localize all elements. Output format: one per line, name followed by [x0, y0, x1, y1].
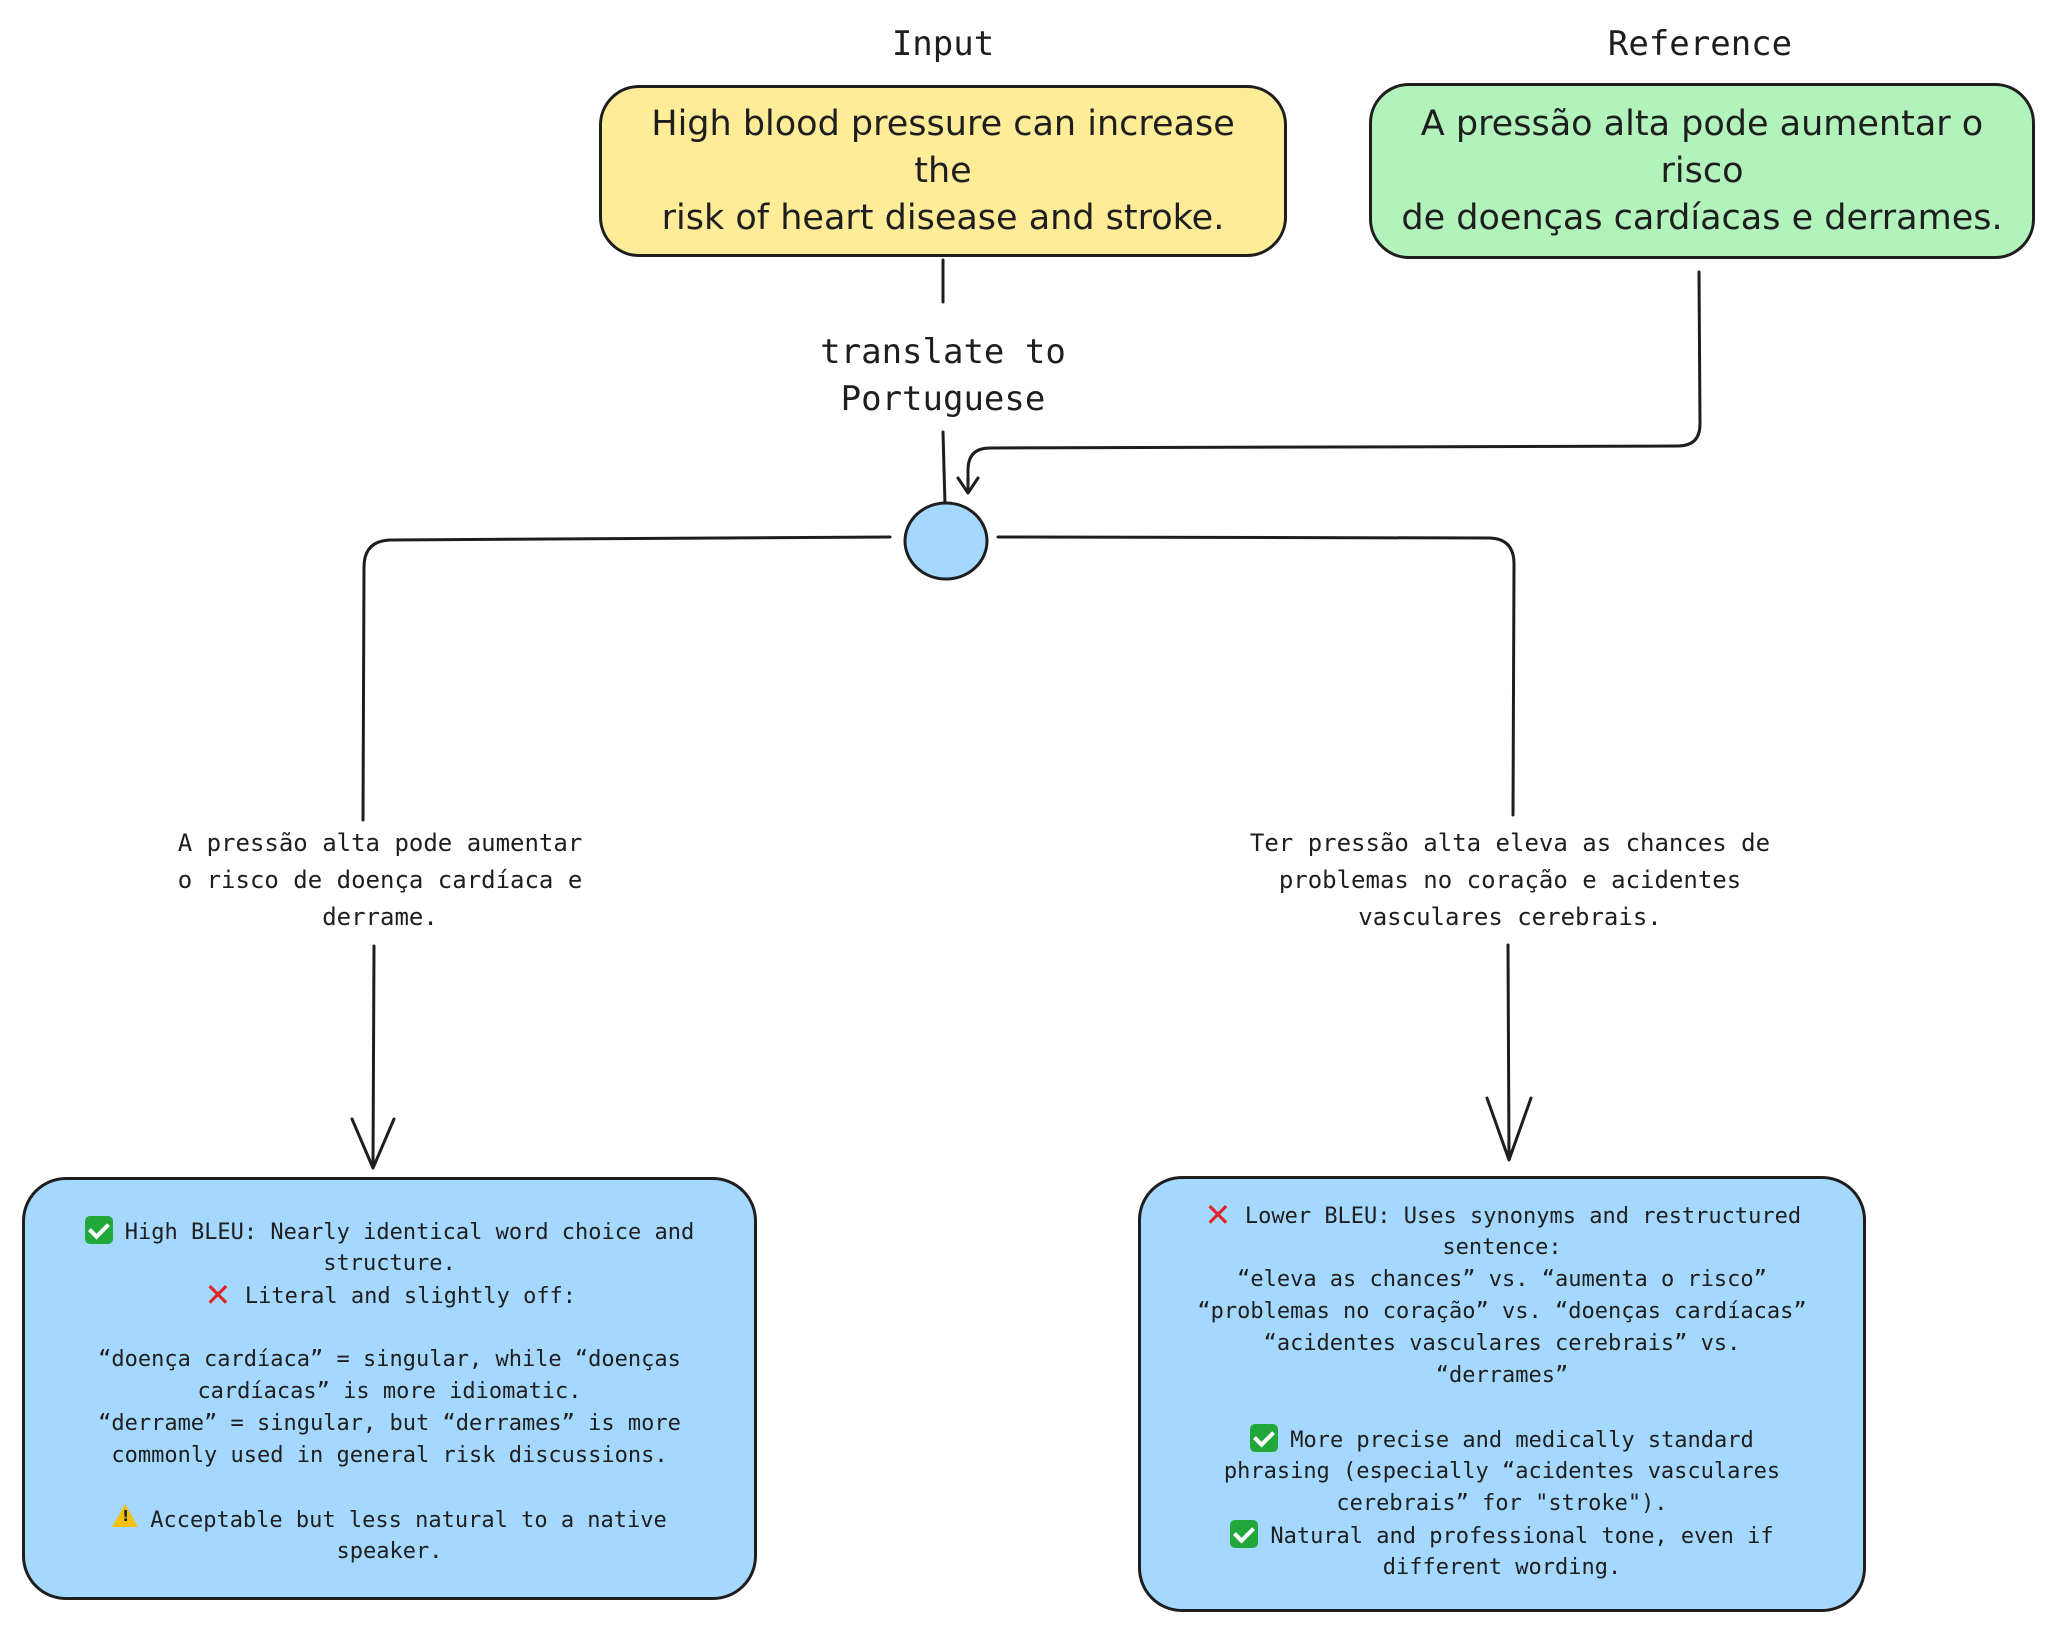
feedback-line: sentence: — [1442, 1235, 1562, 1260]
feedback-box-left: High BLEU: Nearly identical word choice … — [22, 1177, 757, 1600]
feedback-line: speaker. — [336, 1539, 443, 1564]
feedback-line: Natural and professional tone, even if — [1141, 1520, 1863, 1552]
edge-right-output-to-feedback — [1506, 943, 1511, 1160]
feedback-line: phrasing (especially “acidentes vascular… — [1223, 1459, 1781, 1484]
feedback-line: “eleva as chances” vs. “aumenta o risco” — [1237, 1267, 1767, 1292]
output-translation-right: Ter pressão alta eleva as chances de pro… — [1249, 829, 1771, 931]
arrowhead-junction — [956, 476, 980, 495]
input-heading: Input — [891, 24, 995, 64]
cross-icon: ✕ — [1204, 1196, 1232, 1234]
feedback-line: structure. — [323, 1251, 456, 1276]
feedback-line: ✕Lower BLEU: Uses synonyms and restructu… — [1204, 1196, 1802, 1234]
feedback-line: cardíacas” is more idiomatic. — [197, 1379, 582, 1404]
feedback-line: “derrames” — [1435, 1363, 1569, 1388]
feedback-box-right: ✕Lower BLEU: Uses synonyms and restructu… — [1138, 1176, 1866, 1612]
feedback-line: Acceptable but less natural to a native — [25, 1504, 754, 1536]
edge-left-output-to-feedback — [371, 944, 376, 1168]
edge-label-translate: translate to Portuguese — [820, 332, 1066, 419]
reference-box: A pressão alta pode aumentar o risco de … — [1369, 83, 2035, 259]
check-icon — [1250, 1424, 1279, 1452]
feedback-line — [25, 1312, 754, 1344]
edge-junction-to-left — [361, 535, 892, 822]
reference-heading: Reference — [1607, 24, 1793, 64]
feedback-line: different wording. — [1382, 1555, 1622, 1580]
arrowhead-right-feedback — [1485, 1096, 1533, 1162]
input-box: High blood pressure can increase the ris… — [599, 85, 1287, 257]
feedback-line: ✕Literal and slightly off: — [204, 1276, 577, 1314]
feedback-line — [25, 1472, 754, 1504]
feedback-line: “derrame” = singular, but “derrames” is … — [98, 1411, 681, 1436]
reference-text: A pressão alta pode aumentar o risco de … — [1401, 103, 2003, 238]
output-translation-left: A pressão alta pode aumentar o risco de … — [177, 829, 583, 931]
feedback-line — [1141, 1392, 1863, 1424]
feedback-line: commonly used in general risk discussion… — [111, 1443, 668, 1468]
feedback-line: High BLEU: Nearly identical word choice … — [25, 1216, 754, 1248]
junction-node — [903, 501, 989, 581]
feedback-line: More precise and medically standard — [1141, 1424, 1863, 1456]
arrowhead-left-feedback — [350, 1117, 396, 1170]
check-icon — [84, 1216, 113, 1244]
input-text: High blood pressure can increase the ris… — [651, 103, 1235, 238]
check-icon — [1230, 1520, 1259, 1548]
feedback-line: “acidentes vasculares cerebrais” vs. — [1263, 1331, 1741, 1356]
feedback-line: “problemas no coração” vs. “doenças card… — [1197, 1299, 1807, 1324]
feedback-line: cerebrais” for "stroke"). — [1336, 1491, 1668, 1516]
cross-icon: ✕ — [204, 1276, 232, 1314]
warning-icon — [112, 1504, 139, 1527]
edge-label-to-junction — [941, 430, 947, 507]
edge-junction-to-right — [996, 535, 1516, 817]
feedback-line: “doença cardíaca” = singular, while “doe… — [98, 1347, 681, 1372]
